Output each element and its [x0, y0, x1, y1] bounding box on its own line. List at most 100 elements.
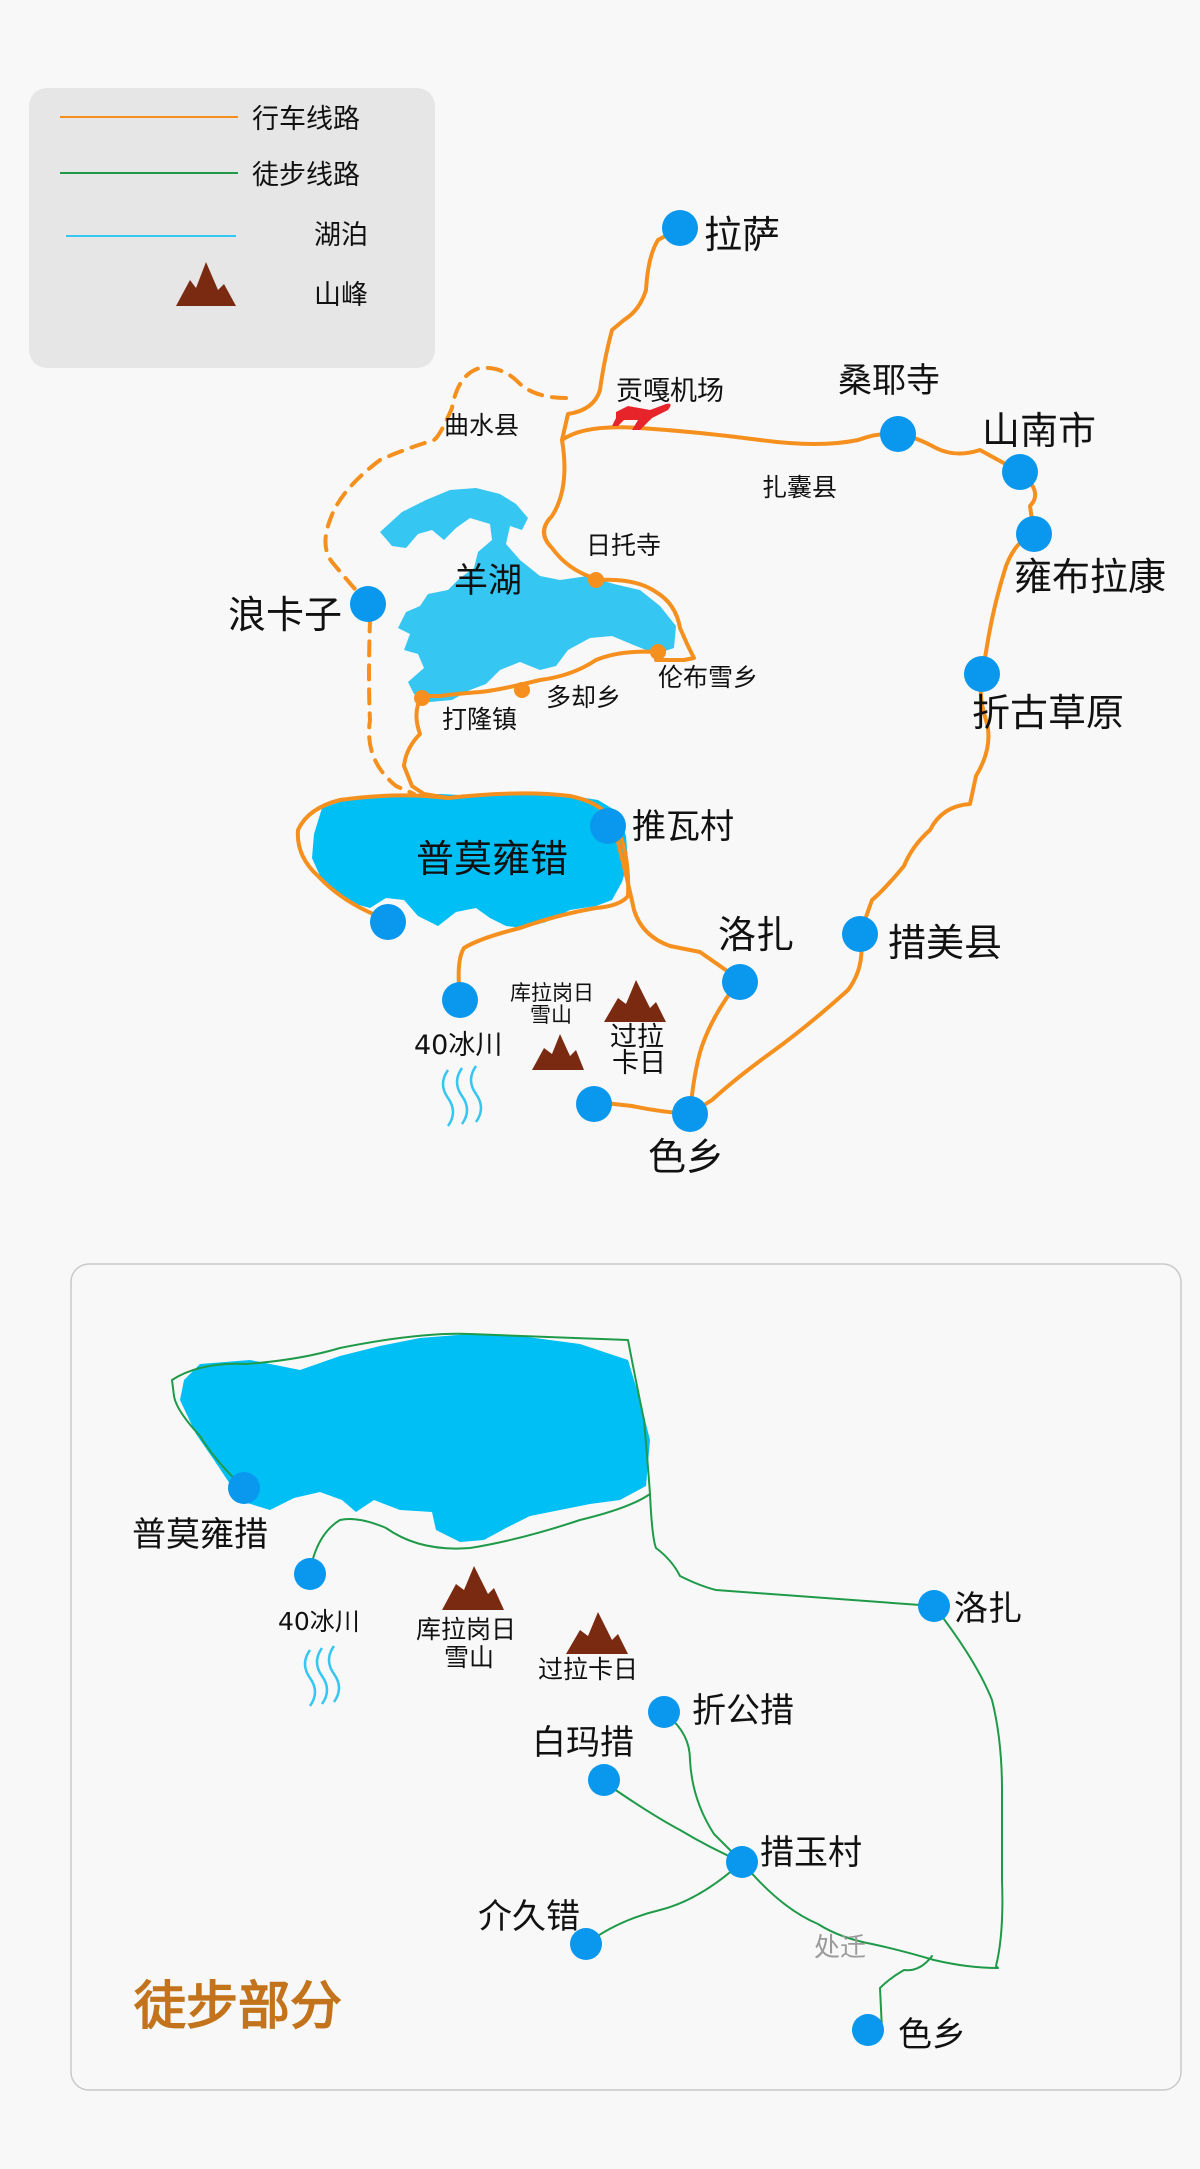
- stop-dalong: [414, 690, 430, 706]
- mountain-icon: [176, 262, 236, 306]
- trek-label-luozha: 洛扎: [954, 1589, 1022, 1629]
- trek-dot-zhegong: [648, 1696, 680, 1728]
- top-map-labels: 拉萨 贡嘎机场 曲水县 桑耶寺 山南市 扎囊县 雍布拉康 羊湖 日托寺 浪卡子 …: [228, 213, 1166, 1179]
- dot-sexiang-west: [576, 1086, 612, 1122]
- label-cuomei: 措美县: [888, 921, 1002, 965]
- trek-dot-glacier40: [294, 1558, 326, 1590]
- label-guola-line1: 过拉: [610, 1022, 664, 1053]
- label-samye: 桑耶寺: [838, 361, 940, 401]
- route-dashed-alt: [323, 365, 568, 796]
- route-yamdrok-north: [542, 438, 600, 582]
- label-lunbu: 伦布雪乡: [658, 663, 758, 692]
- trek-glacier-wave-icon: [303, 1645, 341, 1707]
- trek-label-baima: 白玛措: [532, 1723, 634, 1763]
- trek-label-cuoyu: 措玉村: [760, 1833, 862, 1873]
- label-yamdrok: 羊湖: [454, 561, 522, 601]
- drive-routes: [295, 226, 1038, 1116]
- label-langkazi: 浪卡子: [228, 593, 342, 637]
- trek-label-puma: 普莫雍措: [132, 1515, 268, 1555]
- dot-shannan: [1002, 454, 1038, 490]
- mountain-icon-guola: [604, 980, 666, 1022]
- dot-tuiwa: [590, 808, 626, 844]
- route-rituo-lunbu: [596, 577, 696, 662]
- dot-samye: [880, 416, 916, 452]
- route-east: [560, 425, 1022, 474]
- airplane-icon: [612, 403, 671, 430]
- trek-jiejiu: [585, 1861, 743, 1945]
- label-kula-line2: 雪山: [530, 1003, 572, 1027]
- label-sexiang: 色乡: [648, 1135, 724, 1179]
- label-glacier40: 40冰川: [414, 1030, 502, 1061]
- route-cuomei-sexiang: [688, 932, 864, 1116]
- glacier-wave-icon: [441, 1065, 483, 1127]
- trek-baima: [603, 1781, 743, 1863]
- trek-mountain-icon-guola: [566, 1612, 628, 1654]
- route-puma-loop: [446, 791, 631, 1002]
- label-zhanang: 扎囊县: [762, 473, 837, 502]
- route-tuiwa-luozha: [614, 832, 742, 982]
- trek-stops: [228, 1472, 950, 2046]
- label-shannan: 山南市: [982, 409, 1096, 453]
- puma-yumco-lake: [312, 794, 628, 928]
- lakes: [312, 488, 676, 1127]
- legend-road-label: 行车线路: [252, 104, 360, 135]
- stop-lunbu: [650, 644, 666, 660]
- dot-sexiang: [672, 1096, 708, 1132]
- dot-zhegu: [964, 656, 1000, 692]
- trek-label-glacier40: 40冰川: [278, 1607, 360, 1636]
- label-duoque: 多却乡: [546, 683, 621, 712]
- dot-cuomei: [842, 916, 878, 952]
- label-guola-line2: 卡日: [612, 1048, 666, 1079]
- label-puma: 普莫雍错: [416, 837, 568, 881]
- mountain-icon-kula: [532, 1034, 584, 1070]
- trek-label-kula-line2: 雪山: [444, 1643, 494, 1672]
- trek-lake-to-luozha: [649, 1493, 935, 1607]
- label-luozha: 洛扎: [718, 913, 794, 957]
- trek-chuqian-sexiang: [879, 1955, 933, 2031]
- label-zhegu: 折古草原: [972, 691, 1124, 735]
- dot-glacier40: [442, 982, 478, 1018]
- legend: 行车线路 徒步线路 湖泊 山峰: [29, 88, 435, 368]
- dot-puma-west: [370, 904, 406, 940]
- trek-routes: [171, 1332, 1004, 2031]
- legend-peak-label: 山峰: [314, 280, 368, 311]
- trek-luozha-down: [741, 1605, 1004, 1969]
- trek-dot-jiejiu: [570, 1928, 602, 1960]
- legend-box: [29, 88, 435, 368]
- trek-panel: 普莫雍措 40冰川 库拉岗日 雪山 过拉卡日 洛扎 折公措 白玛措 措玉村 介久…: [70, 1263, 1182, 2091]
- trek-dot-puma: [228, 1472, 260, 1504]
- route-lunbu-dalong: [402, 649, 658, 800]
- dot-lhasa: [662, 210, 698, 246]
- trek-dot-sexiang: [852, 2014, 884, 2046]
- trek-section-title: 徒步部分: [133, 1977, 342, 2037]
- dot-yongbulakang: [1016, 516, 1052, 552]
- label-yongbulakang: 雍布拉康: [1014, 555, 1166, 599]
- label-lhasa: 拉萨: [704, 213, 780, 257]
- trek-mountain-icon-kula: [442, 1566, 504, 1610]
- dot-luozha: [722, 964, 758, 1000]
- trek-label-guola: 过拉卡日: [538, 1655, 638, 1684]
- trek-label-chuqian: 处迁: [814, 1933, 866, 1963]
- trek-puma-lake: [180, 1334, 650, 1542]
- stop-duoque: [514, 682, 530, 698]
- trek-lake-loop: [171, 1332, 651, 1577]
- trek-dot-luozha: [918, 1590, 950, 1622]
- label-kula-line1: 库拉岗日: [510, 981, 594, 1005]
- legend-trek-label: 徒步线路: [252, 160, 360, 191]
- dot-langkazi: [350, 586, 386, 622]
- route-puma-west: [295, 793, 450, 922]
- legend-lake-label: 湖泊: [314, 220, 368, 251]
- trek-label-jiejiu: 介久错: [478, 1897, 580, 1937]
- yamdrok-lake: [380, 488, 676, 702]
- minor-stops: [414, 572, 666, 706]
- label-rituo: 日托寺: [586, 531, 661, 560]
- trek-dot-cuoyu: [726, 1846, 758, 1878]
- trek-dot-baima: [588, 1764, 620, 1796]
- label-tuiwa: 推瓦村: [632, 807, 734, 847]
- trek-zhegong: [667, 1715, 743, 1863]
- route-lhasa-south: [560, 226, 682, 442]
- trek-label-sexiang: 色乡: [898, 2015, 966, 2055]
- trek-label-kula-line1: 库拉岗日: [416, 1615, 516, 1644]
- main-stops: [350, 210, 1052, 1132]
